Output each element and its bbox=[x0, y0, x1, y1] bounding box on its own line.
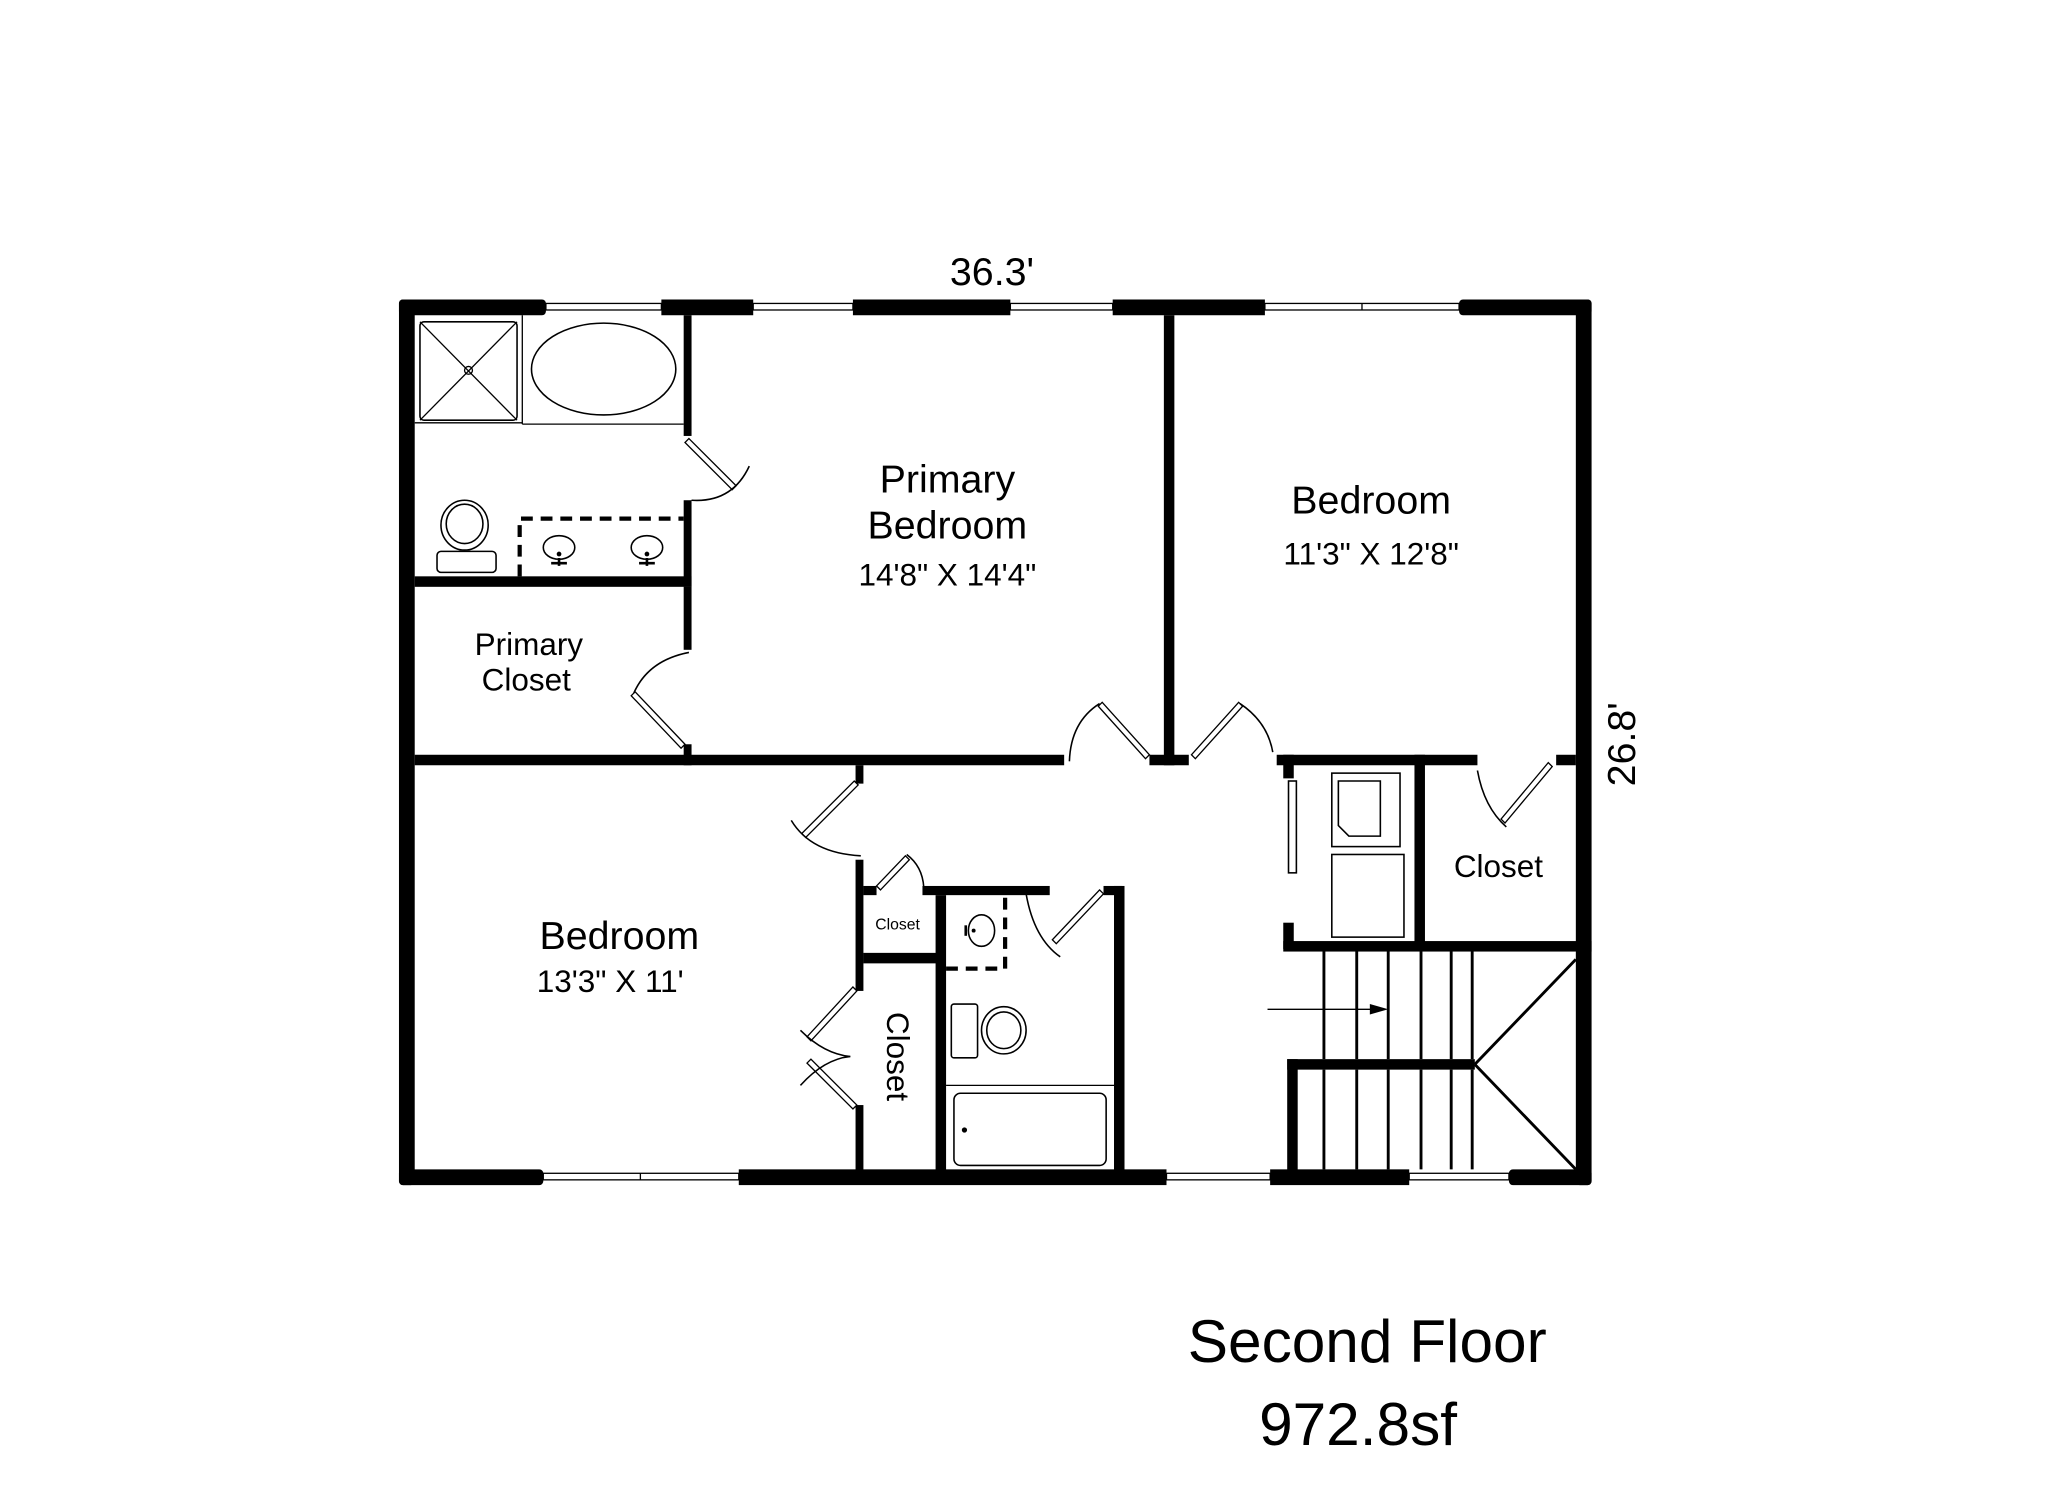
closet-vertical-label: Closet bbox=[880, 1012, 915, 1101]
width-dimension: 36.3' bbox=[950, 250, 1034, 294]
primary-bath-fixtures bbox=[414, 315, 750, 577]
sink-icon bbox=[946, 896, 1008, 971]
washer-dryer-icon bbox=[1287, 772, 1405, 938]
floor-area: 972.8sf bbox=[1259, 1390, 1457, 1458]
primary-closet-label-line1: Primary bbox=[475, 627, 584, 662]
windows bbox=[542, 302, 1510, 1181]
door-icon bbox=[684, 437, 750, 502]
doors bbox=[630, 651, 1554, 1110]
bathtub-icon bbox=[946, 1084, 1115, 1167]
outer-walls bbox=[398, 299, 1592, 1186]
floor-title: Second Floor bbox=[1188, 1307, 1547, 1375]
labels: 36.3' 26.8' Primary Bedroom 14'8" X 14'4… bbox=[475, 250, 1644, 1458]
bedroom-3-size: 13'3" X 11' bbox=[537, 964, 684, 999]
staircase-icon bbox=[1267, 951, 1577, 1171]
closet-right-label: Closet bbox=[1454, 849, 1543, 884]
toilet-icon bbox=[950, 1003, 1027, 1059]
bedroom-2-size: 11'3" X 12'8" bbox=[1283, 537, 1459, 572]
interior-walls bbox=[414, 315, 1592, 1178]
bedroom-2-label: Bedroom bbox=[1291, 478, 1451, 522]
primary-bedroom-size: 14'8" X 14'4" bbox=[858, 558, 1036, 593]
double-vanity-icon bbox=[517, 516, 684, 577]
bathtub-icon bbox=[522, 322, 684, 425]
arrow-icon bbox=[1369, 1004, 1389, 1015]
closet-small-label: Closet bbox=[875, 916, 920, 933]
depth-dimension: 26.8' bbox=[1600, 702, 1644, 786]
bedroom-3-label: Bedroom bbox=[540, 914, 700, 958]
primary-bedroom-label-line1: Primary bbox=[880, 457, 1016, 501]
hall-bath-fixtures bbox=[946, 896, 1115, 1167]
primary-bedroom-label-line2: Bedroom bbox=[868, 503, 1028, 547]
primary-closet-label-line2: Closet bbox=[482, 662, 571, 697]
shower-icon bbox=[414, 315, 523, 425]
toilet-icon bbox=[436, 499, 497, 574]
